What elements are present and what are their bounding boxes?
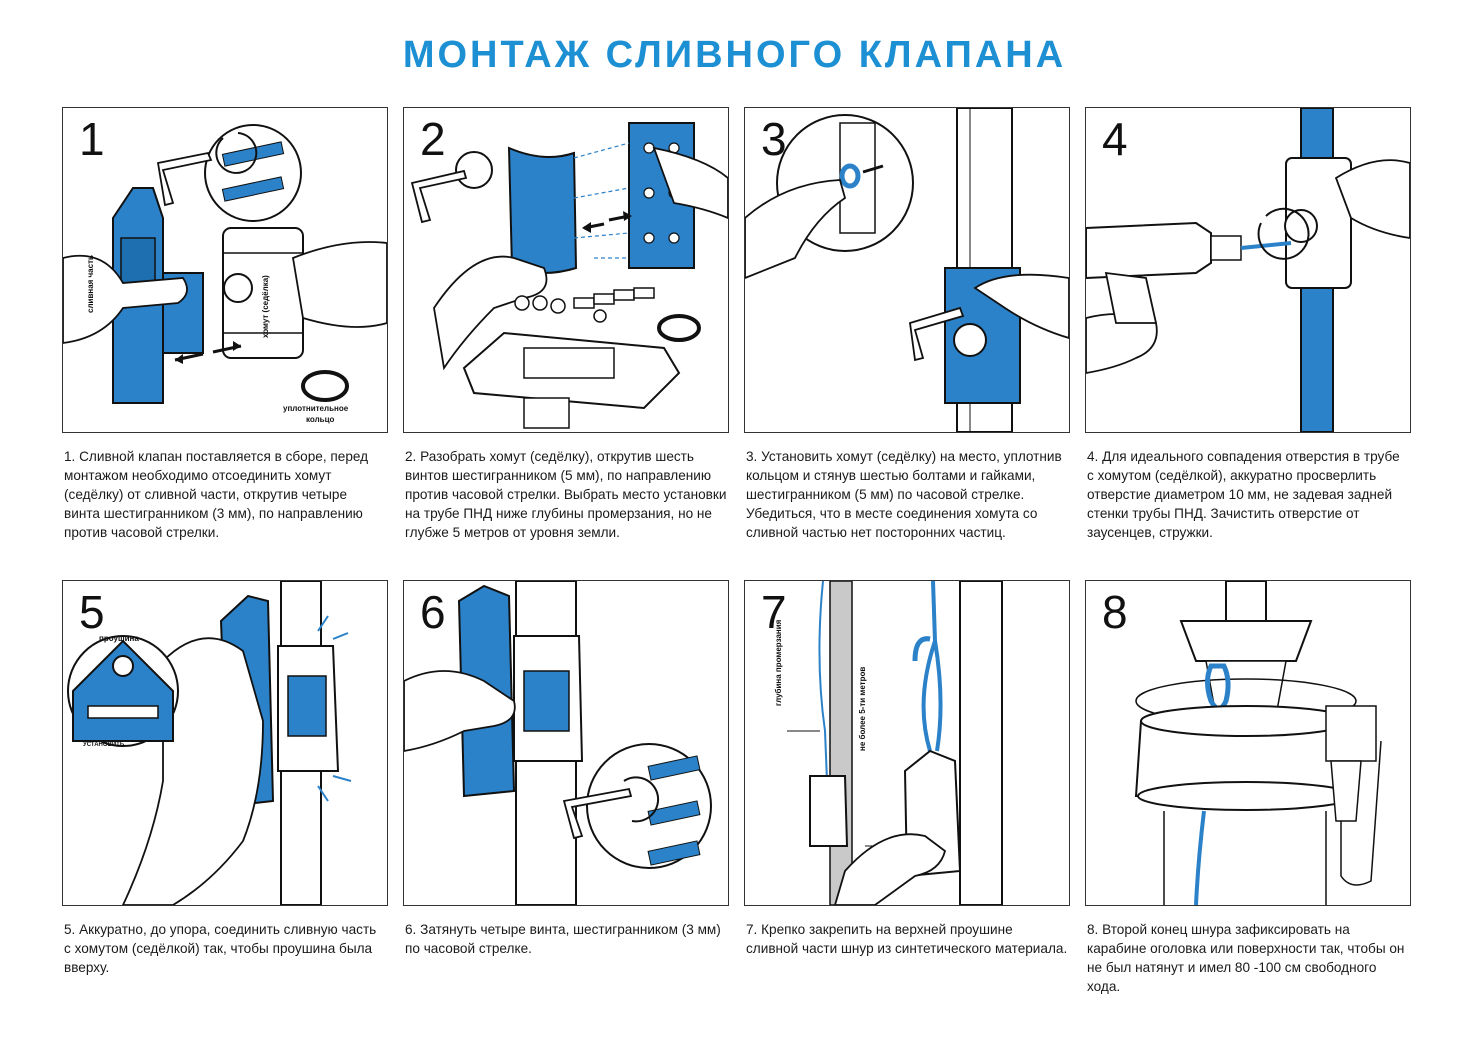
step-7: 7 глубина промерзания не более 5-ти метр… (744, 580, 1070, 958)
label-clamp: хомут (седёлка) (261, 275, 270, 338)
pipe-drilling-illustration (1086, 108, 1410, 432)
step-7-caption: 7. Крепко закрепить на верхней проушине … (746, 922, 1068, 956)
step-number: 5 (79, 586, 105, 638)
step-number: 1 (79, 113, 105, 165)
step-number: 4 (1102, 113, 1128, 165)
step-number: 7 (761, 586, 787, 638)
step-5: 5 проушина УСТАНОВИТЬ 5. Аккуратно, до у… (62, 580, 388, 977)
label-lug: проушина (99, 634, 139, 643)
step-6: 6 6. Затянуть четыре винта, шестигранник… (403, 580, 729, 958)
step-4: 4 4. Для идеального совпадения отверстия… (1085, 107, 1411, 542)
label-drain-part: сливная часть (86, 255, 95, 313)
step-1-illustration: 1 сливная часть (62, 107, 388, 433)
step-number: 6 (420, 586, 446, 638)
step-7-illustration: 7 глубина промерзания не более 5-ти метр… (744, 580, 1070, 906)
label-freezing-depth: глубина промерзания (774, 619, 783, 706)
step-3: 3 3. Установить хомут (седёлку) на место… (744, 107, 1070, 542)
step-3-caption: 3. Установить хомут (седёлку) на место, … (746, 449, 1062, 540)
step-number: 2 (420, 113, 446, 165)
step-number: 3 (761, 113, 787, 165)
page-title: МОНТАЖ СЛИВНОГО КЛАПАНА (402, 34, 1067, 76)
step-1-caption: 1. Сливной клапан поставляется в сборе, … (64, 449, 369, 540)
step-number: 8 (1102, 586, 1128, 638)
step-3-illustration: 3 (744, 107, 1070, 433)
label-install: УСТАНОВИТЬ (83, 742, 125, 748)
step-8: 8 8. Второй конец шнура зафиксировать на… (1085, 580, 1411, 996)
step-5-illustration: 5 проушина УСТАНОВИТЬ (62, 580, 388, 906)
step-8-caption: 8. Второй конец шнура зафиксировать на к… (1087, 922, 1405, 994)
drain-to-clamp-connection-illustration: проушина УСТАНОВИТЬ (67, 581, 352, 905)
clamp-installation-illustration (745, 108, 1069, 432)
step-4-illustration: 4 (1085, 107, 1411, 433)
cord-attachment-illustration: глубина промерзания не более 5-ти метров (774, 581, 1003, 905)
label-seal-ring-1: уплотнительное (283, 404, 349, 413)
step-2-caption: 2. Разобрать хомут (седёлку), открутив ш… (405, 449, 727, 540)
label-max-depth: не более 5-ти метров (858, 667, 867, 751)
step-2-illustration: 2 (403, 107, 729, 433)
drain-valve-disassembly-illustration: сливная часть хомут (седёлка) уплотнител… (63, 124, 387, 424)
step-2: 2 (403, 107, 729, 542)
well-head-carabiner-illustration (1134, 581, 1382, 905)
step-6-caption: 6. Затянуть четыре винта, шестигранником… (405, 922, 721, 956)
step-1: 1 сливная часть (62, 107, 388, 542)
step-5-caption: 5. Аккуратно, до упора, соединить сливну… (64, 922, 377, 975)
clamp-disassembly-illustration (410, 122, 728, 429)
step-4-caption: 4. Для идеального совпадения отверстия в… (1087, 449, 1400, 540)
step-6-illustration: 6 (403, 580, 729, 906)
label-seal-ring-2: кольцо (306, 415, 335, 424)
step-8-illustration: 8 (1085, 580, 1411, 906)
screw-tightening-illustration (404, 581, 712, 905)
